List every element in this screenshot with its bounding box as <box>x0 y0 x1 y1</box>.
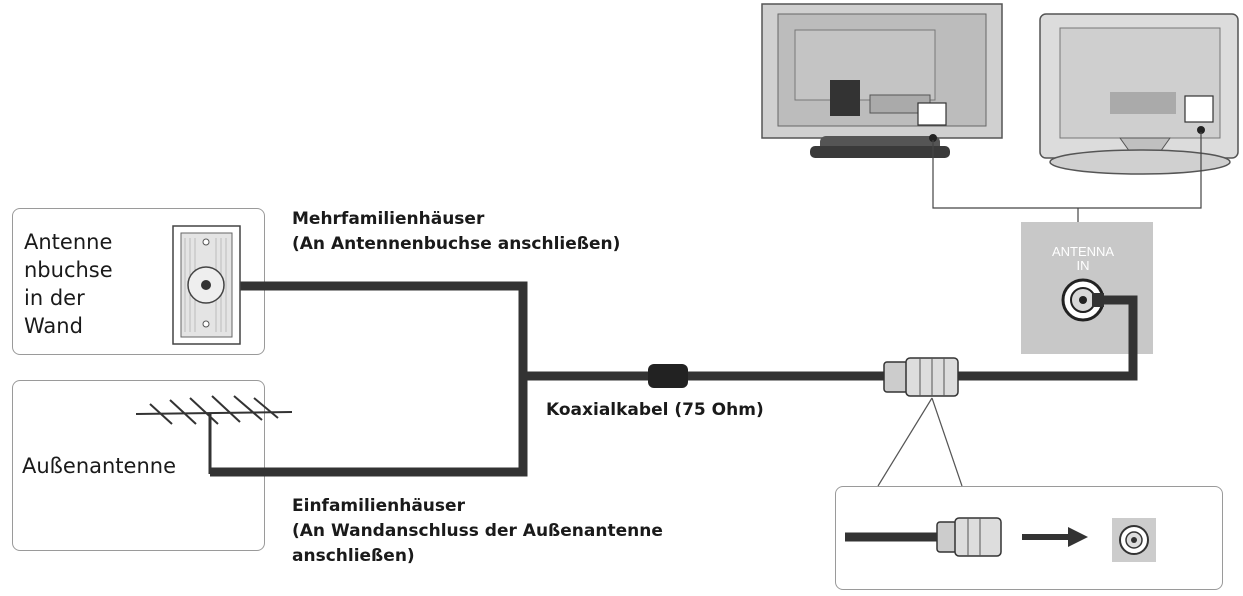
tv-rear-lcd-icon <box>1039 13 1239 175</box>
coax-plug-icon <box>883 357 959 397</box>
tv-feed-lines <box>932 132 1202 222</box>
multi-family-note: (An Antennenbuchse anschließen) <box>292 234 621 254</box>
yagi-antenna-icon <box>135 395 293 474</box>
wall-socket-label-line: nbuchse <box>24 258 113 282</box>
single-family-title: Einfamilienhäuser <box>292 496 465 516</box>
wall-socket-icon <box>172 225 241 345</box>
antenna-jack-icon <box>1061 278 1105 322</box>
tv-rear-plasma-icon <box>761 3 1003 158</box>
wall-socket-label-line: Antenne <box>24 230 113 254</box>
cable-label: Koaxialkabel (75 Ohm) <box>546 400 764 420</box>
port-label-line1: ANTENNA <box>1052 244 1114 259</box>
wall-socket-label: Antenne nbuchse in der Wand <box>24 228 113 340</box>
wall-socket-label-line: in der <box>24 286 85 310</box>
wall-socket-label-line: Wand <box>24 314 83 338</box>
callout-lines <box>877 397 963 487</box>
single-family-note-line1: (An Wandanschluss der Außenantenne <box>292 521 663 541</box>
arrow-right-icon <box>1022 527 1088 547</box>
outdoor-antenna-box <box>12 380 265 551</box>
ferrite-core <box>648 364 688 388</box>
single-family-label: Einfamilienhäuser (An Wandanschluss der … <box>292 494 663 569</box>
detail-antenna-jack-icon <box>1112 518 1156 562</box>
coax-cable <box>205 281 1138 477</box>
port-label-line2: IN <box>1077 258 1090 273</box>
outdoor-antenna-label: Außenantenne <box>22 454 177 478</box>
detail-illustration <box>845 517 1002 557</box>
multi-family-title: Mehrfamilienhäuser <box>292 209 485 229</box>
single-family-note-line2: anschließen) <box>292 546 415 566</box>
multi-family-label: Mehrfamilienhäuser (An Antennenbuchse an… <box>292 207 620 257</box>
